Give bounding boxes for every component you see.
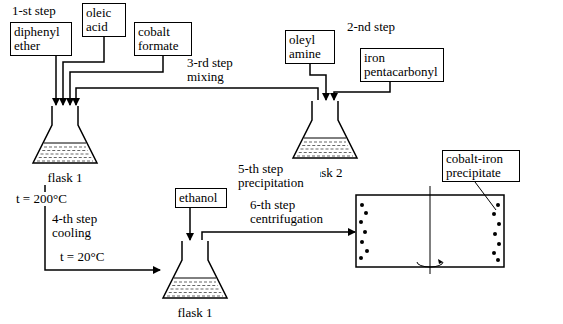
liquid-texture xyxy=(42,150,88,151)
liquid-texture xyxy=(301,149,350,150)
node-text: cobalt formate xyxy=(138,25,188,53)
liquid-texture xyxy=(39,157,92,158)
flask-outline xyxy=(293,101,357,158)
reagent-box: oleic acid xyxy=(82,3,126,37)
liquid-level xyxy=(304,138,346,139)
node-text: oleic acid xyxy=(86,6,122,34)
liquid-texture xyxy=(304,142,346,143)
flow-arrow xyxy=(334,82,390,100)
liquid-texture xyxy=(174,282,216,283)
liquid-texture xyxy=(37,161,93,162)
step-label: 3-rd step mixing xyxy=(185,56,251,84)
step-label: t = 20°C xyxy=(58,250,106,264)
precipitate-dot xyxy=(492,212,496,216)
leader-line xyxy=(475,182,496,210)
rotation-arrowhead xyxy=(438,259,443,264)
precipitate-dot xyxy=(359,220,363,224)
flask-shape xyxy=(290,100,360,162)
precipitate-dot xyxy=(363,230,367,234)
reagent-box: diphenyl ether xyxy=(10,22,72,56)
liquid-level xyxy=(44,143,86,144)
precipitate-dot xyxy=(364,211,368,215)
precipitate-dot xyxy=(496,203,500,207)
flask: flask 1 xyxy=(160,240,230,320)
centrifuge: cobalt-iron precipitate xyxy=(355,150,520,275)
step-label: 5-th step precipitation xyxy=(236,162,320,190)
flask-outline xyxy=(163,241,227,298)
reagent-box: ethanol xyxy=(175,188,227,208)
precipitate-dot xyxy=(360,240,364,244)
flask-shape xyxy=(160,240,230,302)
node-text: iron pentacarbonyl xyxy=(364,51,440,79)
flask-shape xyxy=(30,105,100,167)
step-label: 4-th step cooling xyxy=(50,212,114,240)
precipitate-dot xyxy=(360,203,364,207)
flask-outline xyxy=(33,106,97,163)
liquid-texture xyxy=(169,292,222,293)
flow-arrow xyxy=(76,88,318,105)
flask: flask 1 xyxy=(30,105,100,185)
flow-arrow xyxy=(202,232,355,240)
flask-label: flask 1 xyxy=(160,306,230,320)
step-label: 1-st step xyxy=(10,4,58,18)
step-label: t = 200°C xyxy=(14,192,69,206)
reagent-box: cobalt formate xyxy=(134,22,192,56)
flow-arrow xyxy=(70,56,163,105)
liquid-texture xyxy=(297,156,353,157)
precipitate-dot xyxy=(493,232,497,236)
liquid-texture xyxy=(41,154,90,155)
precipitate-dot xyxy=(496,258,500,262)
precipitate-dot xyxy=(497,222,501,226)
liquid-level xyxy=(174,278,216,279)
node-text: ethanol xyxy=(179,191,223,205)
liquid-texture xyxy=(167,296,223,297)
step-label: 2-nd step xyxy=(345,20,397,34)
node-text: oleyl amine xyxy=(289,33,331,61)
liquid-texture xyxy=(299,152,352,153)
precipitate-dot xyxy=(492,251,496,255)
flow-arrow xyxy=(55,56,57,105)
liquid-texture xyxy=(172,285,218,286)
rotation-axis xyxy=(430,186,431,274)
liquid-texture xyxy=(302,145,348,146)
flow-arrow xyxy=(189,208,191,240)
precipitate-dot xyxy=(359,256,363,260)
node-text: diphenyl ether xyxy=(14,25,68,53)
reagent-box: oleyl amine xyxy=(285,30,335,64)
liquid-texture xyxy=(44,147,86,148)
reagent-box: iron pentacarbonyl xyxy=(360,48,444,82)
precipitate-dot xyxy=(497,242,501,246)
step-label: 6-th step centrifugation xyxy=(248,198,337,226)
flask-label: flask 1 xyxy=(30,171,100,185)
node-text: cobalt-iron precipitate xyxy=(442,150,520,182)
precipitate-dot xyxy=(365,249,369,253)
liquid-texture xyxy=(171,289,220,290)
